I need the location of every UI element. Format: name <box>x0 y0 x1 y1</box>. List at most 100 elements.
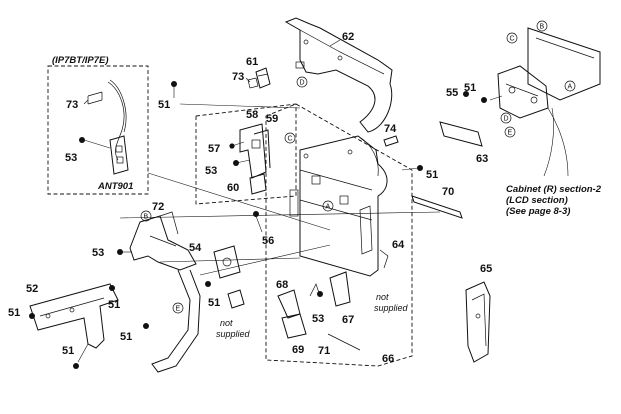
svg-text:D: D <box>504 116 509 123</box>
svg-text:A: A <box>568 84 573 91</box>
label-71: 71 <box>318 345 330 357</box>
marker-c-center: C <box>284 132 296 144</box>
svg-text:C: C <box>288 136 293 143</box>
label-64: 64 <box>392 239 405 251</box>
screw-51-54 <box>205 281 211 287</box>
screw-51-mid <box>143 323 149 329</box>
bottom-frame-parts: 68 69 53 67 71 <box>276 271 361 357</box>
screw-51-left-b <box>29 313 35 319</box>
svg-text:D: D <box>300 80 305 87</box>
screw-51-left-a <box>109 285 115 291</box>
circled-markers: A B C D E A B C D E <box>140 20 576 314</box>
svg-text:A: A <box>326 204 331 211</box>
inset-dashed-border <box>47 65 149 195</box>
svg-text:C: C <box>510 36 515 43</box>
note-not-supplied-right-2: supplied <box>374 303 409 313</box>
rod-71 <box>327 333 361 351</box>
lcd-bracket-63 <box>439 121 483 147</box>
sheet-70: 70 <box>411 186 463 219</box>
bracket-68 <box>277 289 301 319</box>
label-66: 66 <box>382 353 394 365</box>
inset-ip7bt-ip7e: (IP7BT/IP7E) 73 53 ANT901 <box>47 55 149 195</box>
part-74: 74 <box>383 123 399 147</box>
tape-73-inset <box>87 91 103 105</box>
marker-e-left: E <box>172 302 184 314</box>
bracket-72 <box>129 215 197 271</box>
main-chassis <box>299 135 388 277</box>
screw-53-inset <box>79 137 85 143</box>
screw-51-left-c <box>73 363 79 369</box>
frame-62: 62 <box>284 17 393 133</box>
note-not-supplied-right-1: not <box>376 292 389 302</box>
svg-text:E: E <box>176 306 181 313</box>
label-51-mid: 51 <box>120 331 132 343</box>
label-52: 52 <box>26 283 38 295</box>
marker-c-lcd: C <box>506 32 518 44</box>
label-51-top: 51 <box>158 99 170 111</box>
plate-52 <box>29 283 119 349</box>
sub-assembly-58-59-60: 58 59 57 53 60 <box>195 103 297 205</box>
screw-51-lcd <box>481 97 487 103</box>
label-70: 70 <box>442 186 454 198</box>
bracket-69 <box>281 313 307 339</box>
marker-b-lcd: B <box>536 20 548 32</box>
bracket-60 <box>249 173 267 195</box>
label-53-left: 53 <box>92 247 104 259</box>
label-51-left-b: 51 <box>8 307 20 319</box>
label-51-left-a: 51 <box>108 299 120 311</box>
note-not-supplied-left-2: supplied <box>216 329 251 339</box>
antenna-cable <box>107 81 125 161</box>
label-59: 59 <box>266 113 278 125</box>
label-73-inset: 73 <box>66 99 78 111</box>
label-57: 57 <box>208 143 220 155</box>
note-not-supplied-left-1: not <box>220 318 233 328</box>
marker-d-lcd: D <box>500 112 512 124</box>
label-68: 68 <box>276 279 288 291</box>
inset-title: (IP7BT/IP7E) <box>52 55 109 66</box>
label-51-54: 51 <box>208 297 220 309</box>
label-73: 73 <box>232 71 244 83</box>
label-53-center: 53 <box>205 165 217 177</box>
label-74: 74 <box>384 123 397 135</box>
note-cabinet-2: (LCD section) <box>506 195 568 206</box>
label-69: 69 <box>292 344 304 356</box>
antenna-block-ant901 <box>109 135 129 175</box>
label-54: 54 <box>189 242 202 254</box>
marker-d-top: D <box>296 76 308 88</box>
label-63: 63 <box>476 153 488 165</box>
label-62: 62 <box>342 31 354 43</box>
left-assembly: 72 53 54 56 52 51 51 51 51 51 not <box>8 201 274 373</box>
label-51-left-c: 51 <box>62 345 74 357</box>
label-56: 56 <box>262 235 274 247</box>
label-58: 58 <box>246 109 258 121</box>
screw-56 <box>253 211 259 217</box>
label-51-right: 51 <box>426 169 438 181</box>
svg-text:E: E <box>508 130 513 137</box>
marker-b-left: B <box>140 210 152 222</box>
bracket-54 <box>213 245 241 279</box>
lcd-panel <box>527 27 601 101</box>
not-supplied-part-left <box>227 289 245 309</box>
svg-text:B: B <box>540 24 545 31</box>
label-53-inset: 53 <box>65 152 77 164</box>
label-53-bottom: 53 <box>312 313 324 325</box>
tape-73 <box>247 77 259 89</box>
label-51-lcd: 51 <box>464 82 476 94</box>
label-72: 72 <box>152 201 164 213</box>
label-60: 60 <box>227 182 239 194</box>
cover-65: 65 <box>465 263 492 363</box>
frame-66-dashed-box <box>265 103 413 367</box>
screw-55 <box>463 91 469 97</box>
label-61: 61 <box>246 56 258 68</box>
label-65: 65 <box>480 263 492 275</box>
bracket-61 <box>255 67 271 89</box>
label-55: 55 <box>446 87 458 99</box>
label-ant901: ANT901 <box>97 181 133 192</box>
label-67: 67 <box>342 314 354 326</box>
flex-cable <box>151 269 201 373</box>
note-cabinet-1: Cabinet (R) section-2 <box>506 184 602 195</box>
marker-a-frame: A <box>322 200 334 212</box>
lcd-section: 63 55 51 Cabinet (R) section-2 (LCD sect… <box>439 27 602 217</box>
bracket-67 <box>329 271 351 307</box>
